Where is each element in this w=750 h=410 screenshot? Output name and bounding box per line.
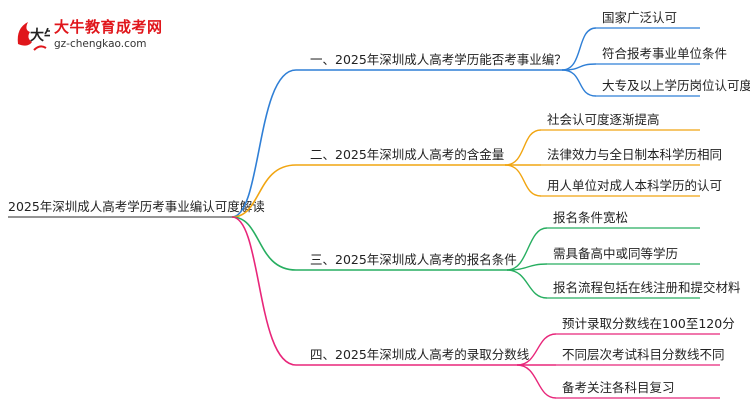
branch-1-connector xyxy=(231,69,297,218)
branch-2-child-1-label: 社会认可度逐渐提高 xyxy=(547,112,660,127)
branch-4-label: 四、2025年深圳成人高考的录取分数线 xyxy=(310,347,530,362)
branch-3-connector xyxy=(231,216,297,271)
root-node-label: 2025年深圳成人高考学历考事业编认可度解读 xyxy=(8,199,265,214)
branch-1-child-1-label: 国家广泛认可 xyxy=(602,10,677,25)
branch-1-child-2-label: 符合报考事业单位条件 xyxy=(602,46,727,61)
branch-4-child-1-label: 预计录取分数线在100至120分 xyxy=(562,316,735,331)
branch-2-label: 二、2025年深圳成人高考的含金量 xyxy=(310,147,504,162)
branch-3-label: 三、2025年深圳成人高考的报名条件 xyxy=(310,252,517,267)
branch-3-child-3-label: 报名流程包括在线注册和提交材料 xyxy=(553,280,741,295)
branch-3-child-1-label: 报名条件宽松 xyxy=(553,210,628,225)
branch-2-connector xyxy=(231,164,297,218)
branch-1-child-3-label: 大专及以上学历岗位认可度高 xyxy=(602,78,750,93)
logo-name: 大牛教育成考网 xyxy=(54,18,163,36)
branch-4-child-3-connector xyxy=(516,364,557,399)
branch-1-label: 一、2025年深圳成人高考学历能否考事业编？ xyxy=(310,52,567,67)
branch-1-child-1-connector xyxy=(561,27,597,71)
branch-2-child-2-label: 法律效力与全日制本科学历相同 xyxy=(547,147,722,162)
branch-4-child-1-connector xyxy=(516,333,557,366)
branch-1-child-3-connector xyxy=(561,69,597,97)
branch-3-child-1-connector xyxy=(506,227,548,271)
branch-4-child-2-label: 不同层次考试科目分数线不同 xyxy=(562,347,725,362)
branch-4-child-3-label: 备考关注各科目复习 xyxy=(562,380,675,395)
branch-3-child-2-label: 需具备高中或同等学历 xyxy=(553,246,678,261)
branch-2-child-1-connector xyxy=(504,129,542,166)
logo-mark-icon: 大牛 xyxy=(17,22,50,51)
branch-2-child-3-connector xyxy=(504,164,542,197)
logo-mark-text: 大牛 xyxy=(30,27,50,44)
site-logo[interactable]: 大牛 大牛教育成考网 gz-chengkao.com xyxy=(14,12,164,56)
logo-domain: gz-chengkao.com xyxy=(54,38,147,50)
branch-4-connector xyxy=(231,216,297,366)
branch-2-child-3-label: 用人单位对成人本科学历的认可 xyxy=(547,178,722,193)
branch-3-child-3-connector xyxy=(506,269,548,299)
